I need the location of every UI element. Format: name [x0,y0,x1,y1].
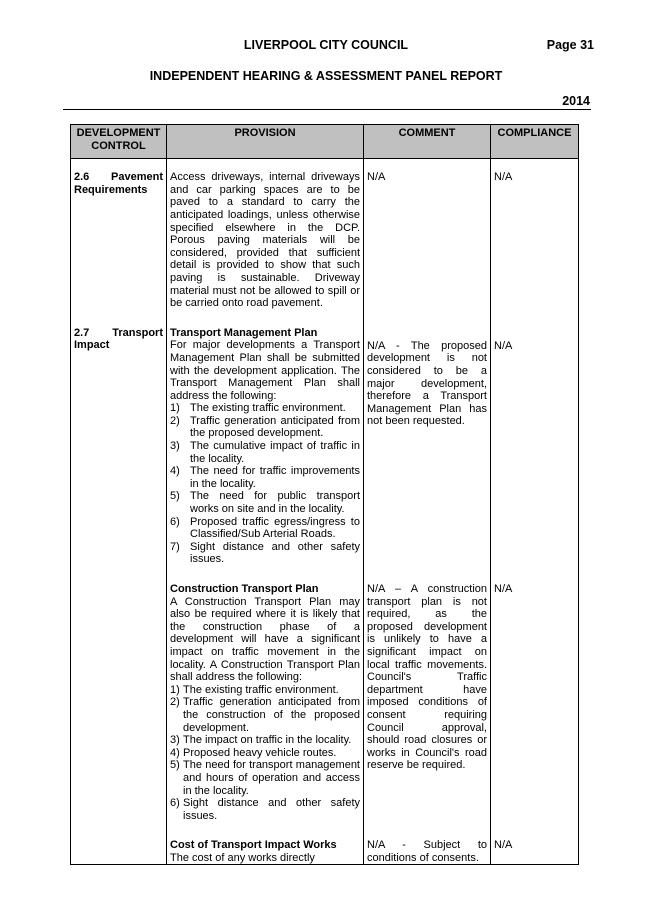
list-item: 4)The need for traffic improvements in t… [170,465,360,490]
provision-title: Construction Transport Plan [170,583,319,595]
provision-title: Cost of Transport Impact Works [170,839,337,852]
column-header: COMPLIANCE [490,123,579,160]
provision-list: 1)The existing traffic environment. 2)Tr… [170,684,360,823]
comment-cell: N/A - Subject to conditions of consents. [363,836,491,866]
page-number: Page 31 [546,38,594,52]
table-row: Cost of Transport Impact Works The cost … [70,836,579,866]
provision-text: For major developments a Transport Manag… [170,339,360,402]
table-row: 2.6 Pavement Requirements Access drivewa… [70,158,579,324]
list-item: 6)Sight distance and other safety issues… [170,797,360,822]
report-year: 2014 [562,94,590,108]
provision-text: A Construction Transport Plan may also b… [170,595,360,684]
list-item: 3)The cumulative impact of traffic in th… [170,440,360,465]
list-item: 4)Proposed heavy vehicle routes. [170,746,337,759]
column-header: PROVISION [166,123,364,160]
compliance-table: DEVELOPMENT CONTROL PROVISION COMMENT CO… [70,123,579,866]
provision-text: Access driveways, internal driveways and… [170,171,360,310]
provision-title: Transport Management Plan [170,326,318,339]
table-row: Construction Transport Plan A Constructi… [70,580,579,837]
comment-cell: N/A - The proposed development is not co… [363,323,491,580]
list-item: 2)Traffic generation anticipated from th… [170,414,360,440]
control-cell: 2.6 Pavement Requirements [70,158,167,324]
control-cell [70,580,167,837]
list-item: 6)Proposed traffic egress/ingress to Cla… [170,515,360,541]
control-cell [70,836,167,866]
provision-cell: Cost of Transport Impact Works The cost … [166,836,364,866]
list-item: 1)The existing traffic environment. [170,402,346,415]
table-row: 2.7 Transport Impact Transport Managemen… [70,323,579,580]
header-rule [63,109,591,110]
provision-cell: Transport Management Plan For major deve… [166,323,364,580]
list-item: 1)The existing traffic environment. [170,683,339,696]
provision-list: 1)The existing traffic environment. 2)Tr… [170,402,360,566]
provision-text: The cost of any works directly [170,851,315,864]
compliance-cell: N/A [490,836,579,866]
list-item: 7)Sight distance and other safety issues… [170,540,360,566]
table-header-row: DEVELOPMENT CONTROL PROVISION COMMENT CO… [70,123,579,160]
list-item: 2)Traffic generation anticipated from th… [170,696,360,734]
compliance-cell: N/A [490,323,579,580]
compliance-cell: N/A [490,158,579,324]
provision-cell: Construction Transport Plan A Constructi… [166,580,364,837]
list-item: 3)The impact on traffic in the locality. [170,734,352,747]
list-item: 5)The need for transport management and … [170,759,360,797]
report-title: INDEPENDENT HEARING & ASSESSMENT PANEL R… [149,69,503,83]
comment-cell: N/A – A construction transport plan is n… [363,580,491,837]
comment-cell: N/A [363,158,491,324]
column-header: COMMENT [363,123,491,160]
column-header: DEVELOPMENT CONTROL [70,123,167,160]
provision-cell: Access driveways, internal driveways and… [166,158,364,324]
list-item: 5)The need for public transport works on… [170,490,360,516]
compliance-cell: N/A [490,580,579,837]
control-cell: 2.7 Transport Impact [70,323,167,580]
council-name: LIVERPOOL CITY COUNCIL [243,38,409,52]
